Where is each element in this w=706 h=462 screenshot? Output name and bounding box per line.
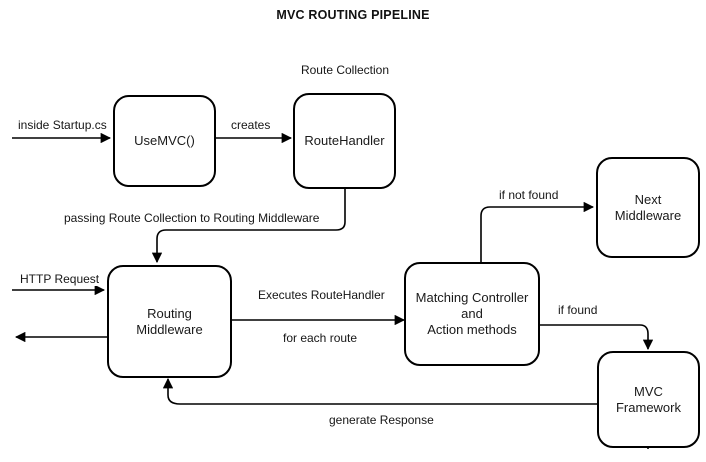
edge-label-http-request: HTTP Request [18, 272, 102, 286]
node-routehandler[interactable]: RouteHandler [293, 93, 396, 189]
edge-label-inside-startup: inside Startup.cs [16, 118, 109, 132]
edge-label-generate-response: generate Response [327, 413, 436, 427]
node-matching-controller-label: Matching Controller and Action methods [415, 290, 529, 337]
node-routehandler-label: RouteHandler [304, 133, 385, 149]
edge-label-executes-routehandler: Executes RouteHandler [256, 288, 387, 302]
page-title: MVC ROUTING PIPELINE [276, 8, 430, 22]
edge-label-if-found: if found [556, 303, 600, 317]
node-next-middleware-label: Next Middleware [614, 191, 682, 223]
node-routing-middleware-label: Routing Middleware [136, 305, 203, 337]
edge-label-if-not-found: if not found [497, 188, 561, 202]
edge-if-not-found [480, 201, 595, 262]
caption-route-collection: Route Collection [300, 63, 390, 77]
edge-label-creates: creates [229, 118, 273, 132]
edge-passing-route-collection [151, 189, 346, 264]
node-mvc-framework[interactable]: MVC Framework [597, 351, 700, 448]
edge-label-for-each-route: for each route [281, 331, 360, 345]
node-routing-middleware[interactable]: Routing Middleware [107, 265, 232, 378]
node-usemvc[interactable]: UseMVC() [113, 95, 216, 187]
node-next-middleware[interactable]: Next Middleware [596, 157, 700, 258]
edge-if-found [540, 324, 654, 351]
node-usemvc-label: UseMVC() [134, 133, 195, 149]
node-matching-controller[interactable]: Matching Controller and Action methods [404, 262, 540, 366]
node-mvc-framework-label: MVC Framework [615, 383, 681, 415]
edge-generate-response [162, 377, 649, 449]
edge-label-passing: passing Route Collection to Routing Midd… [62, 211, 322, 225]
